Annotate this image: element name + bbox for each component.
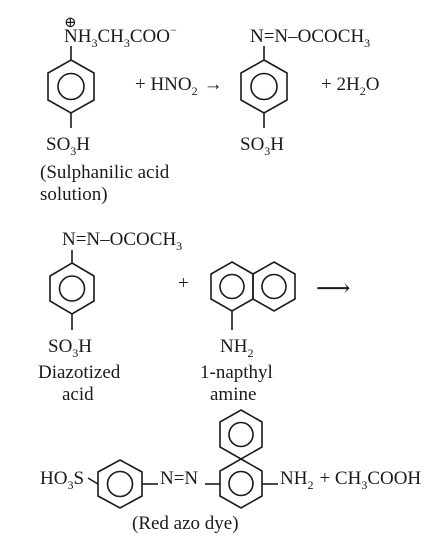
naphthalene-ring [210,261,296,312]
reactant-bottom-group: SO3H [46,134,90,158]
product-azo-group: N=N [160,468,198,489]
product-top-group: N=N–OCOCH3 [250,26,370,50]
label-napthyl: 1-napthyl [200,362,273,383]
product-naphthalene-upper-ring [219,409,263,460]
reagent-text: + HNO2→ [135,74,223,98]
label-acid: acid [62,384,94,405]
product-naphthalene-lower-ring [219,458,263,509]
diazo-top-group: N=N–OCOCH3 [62,229,182,253]
diazo-bottom-group: SO3H [48,336,92,360]
plus-sign: + [178,273,189,294]
reactant-top-group: NH3CH3COO− [64,23,177,50]
caption-red-azo-dye: (Red azo dye) [132,513,239,534]
amine-group: NH2 [220,336,253,360]
reaction-arrow: ⟶ [316,276,350,302]
product-benzene-ring [97,459,143,509]
caption-sulphanilic-line2: solution) [40,184,108,205]
label-diazotized: Diazotized [38,362,121,383]
positive-charge-symbol: ⊕ [64,15,77,31]
product-sulfonic-group: HO3S [40,468,84,492]
product-right-group: NH2+ CH3COOH [280,468,421,492]
byproduct-text: + 2H2O [321,74,379,98]
product-bottom-group: SO3H [240,134,284,158]
benzene-ring-3 [49,262,95,315]
benzene-ring-1 [47,59,95,114]
caption-sulphanilic-line1: (Sulphanilic acid [40,162,170,183]
benzene-ring-2 [240,59,288,114]
label-amine: amine [210,384,256,405]
bond-line [87,477,99,485]
